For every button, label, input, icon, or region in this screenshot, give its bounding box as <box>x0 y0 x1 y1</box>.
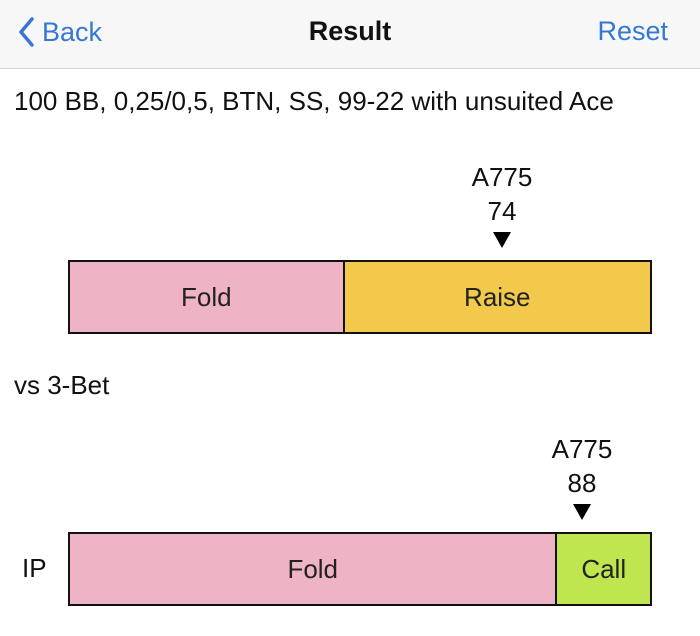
hand-marker: A775 88 <box>522 432 642 520</box>
navigation-bar: Back Result Reset <box>0 0 700 69</box>
hand-score: 88 <box>567 468 597 498</box>
marker-arrow-icon <box>573 504 591 520</box>
marker-arrow-icon <box>493 232 511 248</box>
segment-label: Raise <box>464 281 531 312</box>
segment-label: Fold <box>287 553 339 584</box>
segment-label: Call <box>581 553 627 584</box>
reset-button[interactable]: Reset <box>597 16 668 46</box>
segment-raise: Raise <box>342 262 650 332</box>
hand-marker: A775 74 <box>442 160 562 248</box>
hand-score: 74 <box>487 196 517 226</box>
page-title: Result <box>308 16 392 46</box>
segment-fold: Fold <box>70 262 343 332</box>
back-button[interactable]: Back <box>18 12 102 52</box>
section-title: vs 3-Bet <box>14 370 110 400</box>
hand-code: A775 <box>471 162 533 192</box>
back-label: Back <box>42 16 103 47</box>
segment-fold: Fold <box>70 534 556 604</box>
segment-call: Call <box>555 534 650 604</box>
action-frequency-bar: Fold Call <box>68 532 652 606</box>
hand-code: A775 <box>551 434 613 464</box>
scenario-summary: 100 BB, 0,25/0,5, BTN, SS, 99-22 with un… <box>14 86 614 116</box>
segment-label: Fold <box>181 281 232 312</box>
chevron-left-icon <box>19 17 34 47</box>
action-frequency-bar: Fold Raise <box>68 260 652 334</box>
position-label: IP <box>22 553 47 583</box>
